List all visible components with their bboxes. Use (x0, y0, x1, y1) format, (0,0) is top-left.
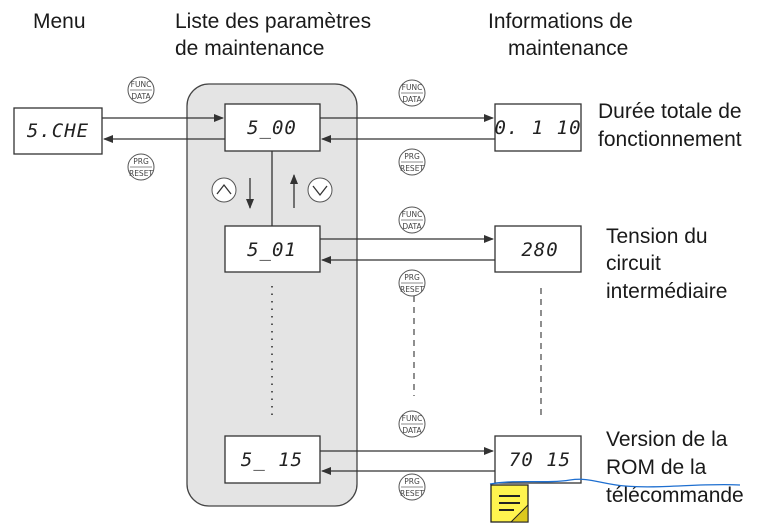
info-heading-line2: maintenance (508, 37, 628, 60)
info-heading-line1: Informations de (488, 10, 633, 33)
svg-text:DATA: DATA (402, 95, 422, 104)
svg-text:PRG: PRG (133, 157, 149, 166)
info-15-label-line2: ROM de la (606, 456, 707, 479)
svg-text:RESET: RESET (400, 285, 424, 294)
info-1-label-line1: Tension du (606, 225, 708, 248)
menu-heading: Menu (33, 10, 86, 33)
svg-text:PRG: PRG (404, 477, 420, 486)
info-display-1 (494, 225, 582, 273)
info-1-label-line3: intermédiaire (606, 280, 727, 303)
svg-text:DATA: DATA (131, 92, 151, 101)
svg-text:RESET: RESET (129, 169, 153, 178)
svg-text:FUNC: FUNC (402, 414, 423, 423)
menu-display (13, 107, 103, 155)
menu-display-text: 5.CHE (27, 120, 89, 142)
info-display-0-text: 0. 1 10 (494, 117, 581, 139)
annotation-underline (489, 478, 741, 488)
func-data-button-p01: FUNC DATA (398, 206, 426, 234)
prg-reset-button-p00: PRG RESET (398, 148, 426, 176)
param-display-00 (224, 103, 321, 152)
param-display-01 (224, 225, 321, 273)
func-data-button-menu: FUNC DATA (127, 76, 155, 104)
down-arrow-button-icon (307, 177, 333, 203)
svg-text:FUNC: FUNC (402, 210, 423, 219)
info-0-label-line2: fonctionnement (598, 128, 742, 151)
note-icon[interactable] (490, 484, 529, 523)
svg-text:PRG: PRG (404, 152, 420, 161)
prg-reset-button-p01: PRG RESET (398, 269, 426, 297)
func-data-button-p00: FUNC DATA (398, 79, 426, 107)
params-heading-line1: Liste des paramètres (175, 10, 371, 33)
param-display-15 (224, 435, 321, 484)
params-heading-line2: de maintenance (175, 37, 324, 60)
info-display-1-text: 280 (521, 239, 558, 261)
info-15-label-line1: Version de la (606, 428, 728, 451)
prg-reset-button-menu: PRG RESET (127, 153, 155, 181)
info-display-15 (494, 435, 582, 484)
param-display-01-text: 5_01 (247, 239, 297, 261)
param-display-00-text: 5_00 (247, 117, 297, 139)
up-arrow-button-icon (211, 177, 237, 203)
info-15-label-line3: télécommande (606, 484, 744, 507)
svg-text:RESET: RESET (400, 489, 424, 498)
svg-text:FUNC: FUNC (131, 80, 152, 89)
svg-text:DATA: DATA (402, 426, 422, 435)
info-display-15-text: 70 15 (509, 449, 571, 471)
param-display-15-text: 5_ 15 (241, 449, 303, 471)
prg-reset-button-p15: PRG RESET (398, 473, 426, 501)
info-1-label-line2: circuit (606, 252, 661, 275)
func-data-button-p15: FUNC DATA (398, 410, 426, 438)
svg-text:FUNC: FUNC (402, 83, 423, 92)
info-0-label-line1: Durée totale de (598, 100, 742, 123)
info-display-0 (494, 103, 582, 152)
svg-text:PRG: PRG (404, 273, 420, 282)
svg-text:DATA: DATA (402, 222, 422, 231)
svg-text:RESET: RESET (400, 164, 424, 173)
